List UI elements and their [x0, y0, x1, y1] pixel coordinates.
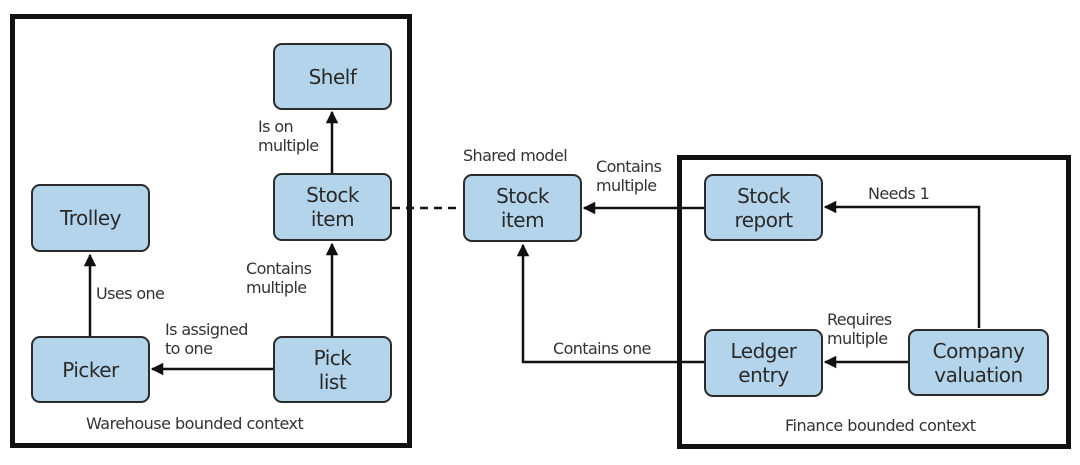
label-needs-1: Needs 1	[868, 184, 930, 203]
label-contains-multiple-fin: Contains multiple	[596, 157, 662, 195]
node-stock-report[interactable]: Stock report	[704, 174, 823, 241]
node-trolley[interactable]: Trolley	[31, 184, 150, 252]
node-shelf[interactable]: Shelf	[273, 43, 392, 110]
label-uses-one: Uses one	[96, 284, 165, 303]
label-requires-multiple: Requires multiple	[827, 310, 892, 348]
node-company-valuation[interactable]: Company valuation	[908, 329, 1049, 396]
shared-model-label: Shared model	[463, 146, 568, 165]
warehouse-context-label: Warehouse bounded context	[86, 414, 304, 433]
node-warehouse-stock-item[interactable]: Stock item	[273, 173, 392, 241]
finance-context-label: Finance bounded context	[785, 416, 976, 435]
node-ledger-entry[interactable]: Ledger entry	[704, 329, 823, 397]
node-shared-stock-item[interactable]: Stock item	[463, 174, 582, 242]
node-pick-list[interactable]: Pick list	[273, 336, 392, 403]
label-is-assigned-to-one: Is assigned to one	[165, 320, 248, 358]
label-contains-one: Contains one	[553, 339, 651, 358]
label-contains-multiple-wh: Contains multiple	[246, 259, 312, 297]
node-picker[interactable]: Picker	[31, 336, 150, 403]
edge-contains-one	[516, 243, 705, 364]
edge-needs-1	[823, 200, 981, 328]
label-is-on-multiple: Is on multiple	[258, 117, 319, 155]
